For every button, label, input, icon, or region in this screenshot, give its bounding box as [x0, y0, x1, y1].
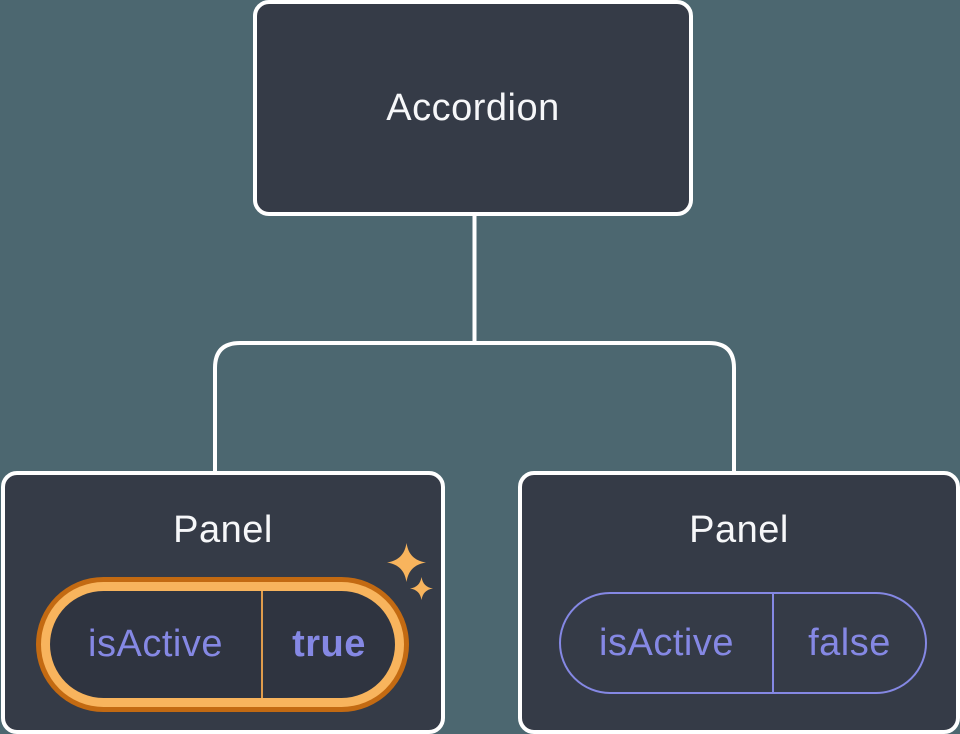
node-panel-active-label: Panel	[173, 509, 273, 551]
node-accordion-label: Accordion	[386, 86, 560, 129]
prop-pill-active: isActive true	[50, 591, 395, 698]
sparkle-icon	[387, 543, 426, 582]
sparkle-icon	[410, 577, 433, 600]
prop-pill-inactive: isActive false	[559, 592, 927, 694]
node-panel-inactive-label: Panel	[689, 509, 789, 551]
node-accordion: Accordion	[253, 0, 693, 216]
node-panel-active: Panel isActive true	[1, 471, 445, 734]
prop-pill-divider	[772, 594, 774, 692]
node-panel-inactive: Panel isActive false	[518, 471, 960, 734]
prop-value-label: true	[292, 623, 366, 665]
prop-name-label: isActive	[599, 621, 734, 664]
prop-pill-divider	[261, 591, 263, 698]
prop-name-label: isActive	[88, 623, 223, 665]
prop-value-label: false	[808, 621, 891, 664]
